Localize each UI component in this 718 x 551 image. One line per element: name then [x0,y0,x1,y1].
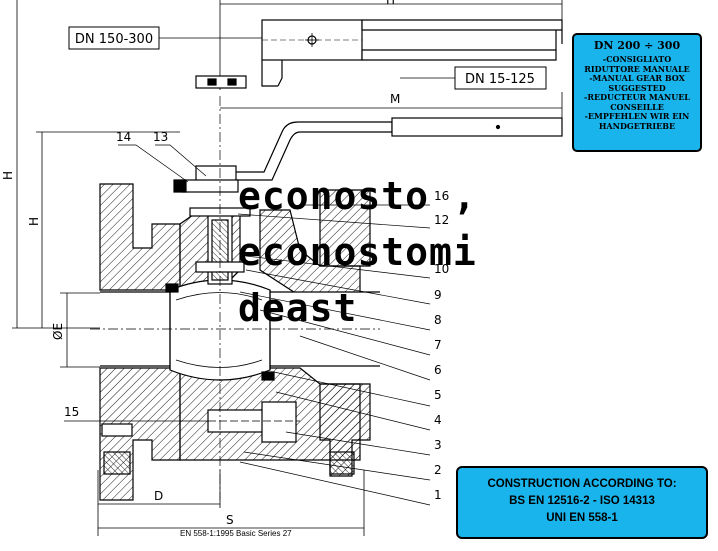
part-numbers: 16 12 10 9 8 7 6 5 4 3 2 1 14 13 15 [64,130,449,502]
construction-line: UNI EN 558-1 [546,512,618,524]
dim-h-outer: H [1,171,15,180]
m-dimension: M [220,92,563,120]
dim-top-label: H [386,0,395,7]
part-8: 8 [434,313,442,327]
dim-bore-label: ØE [51,323,65,340]
part-1: 1 [434,488,442,502]
dim-h-inner: H [27,217,41,226]
gear-note-title: DN 200 ÷ 300 [593,39,681,52]
part-3: 3 [434,438,442,452]
dim-s-label: S [226,513,234,527]
part-leaders [64,144,431,506]
gear-note-line: -REDUCTEUR MANUEL [584,92,690,102]
dim-m-label: M [390,92,400,106]
part-16: 15 [64,405,79,419]
part-14: 13 [153,130,168,144]
large-lever-handle [195,19,563,89]
gear-note-line: SUGGESTED [608,82,666,93]
gear-box-note: DN 200 ÷ 300 -CONSIGLIATO RIDUTTORE MANU… [572,33,702,152]
construction-note: CONSTRUCTION ACCORDING TO: BS EN 12516-2… [456,466,708,539]
vertical-dimensions [12,0,180,368]
part-13: 16 [434,189,449,203]
small-lever-handle [220,117,563,181]
gear-note-line: -CONSIGLIATO [602,54,672,64]
construction-line: BS EN 12516-2 - ISO 14313 [509,495,655,507]
gear-note-line: RIDUTTORE MANUALE [584,63,690,74]
construction-line: CONSTRUCTION ACCORDING TO: [487,478,677,490]
part-6: 6 [434,363,442,377]
gear-note-line: -MANUAL GEAR BOX [589,73,685,83]
gear-note-line: CONSEILLE [610,101,664,112]
dn-large-label: DN 150-300 [75,32,153,47]
part-4: 4 [434,413,442,427]
part-10: 10 [434,262,449,276]
dn-small-label: DN 15-125 [465,72,535,87]
part-12: 12 [434,213,449,227]
watermark-text: econosto , econostomideast [238,174,477,330]
part-15: 14 [116,130,131,144]
dn-large-callout: DN 150-300 [68,26,262,50]
bottom-dimensions [97,470,365,536]
part-5: 5 [434,388,442,402]
dn-small-callout: DN 15-125 [400,66,547,90]
gear-note-line: HANDGETRIEBE [598,120,676,131]
standard-footer: EN 558-1:1995 Basic Series 27 [180,529,292,538]
part-7: 7 [434,338,442,352]
gear-note-line: -EMPFEHLEN WIR EIN [584,111,690,121]
part-2: 2 [434,463,442,477]
part-9: 9 [434,288,442,302]
dim-d-label: D [154,489,163,503]
